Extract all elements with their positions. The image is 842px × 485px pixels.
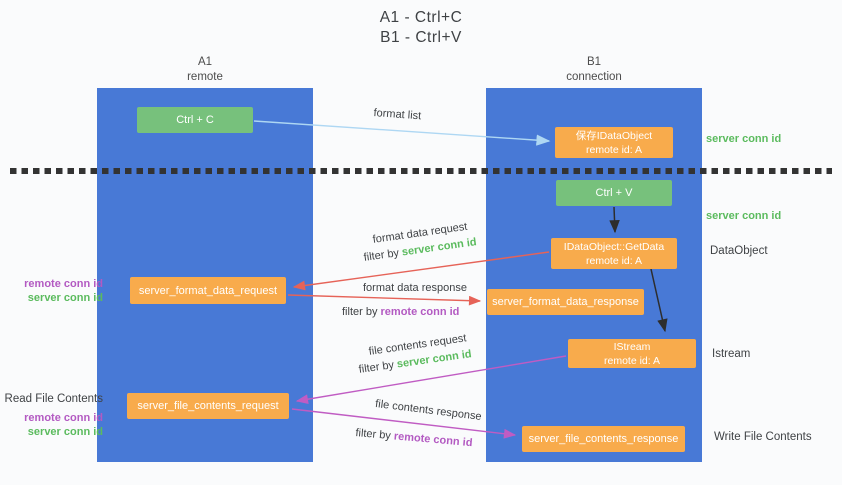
node-istream: IStream remote id: A: [568, 339, 696, 368]
label-format-data-response: format data response: [363, 282, 467, 294]
node-ctrl-v-label: Ctrl + V: [595, 187, 633, 199]
page-title-line1: A1 - Ctrl+C: [379, 9, 463, 26]
label-right-server-conn-id-1: server conn id: [706, 133, 782, 145]
dotted-divider-line: [10, 168, 832, 174]
label-read-file-contents: Read File Contents: [4, 393, 103, 405]
node-server-file-contents-response-label: server_file_contents_response: [528, 433, 679, 445]
label-filter-by-remote-conn-id-1: filter by remote conn id: [342, 306, 459, 318]
node-save-idataobject-line1: 保存IDataObject: [575, 129, 653, 142]
lane-b-header: B1 connection: [486, 55, 702, 85]
node-idataobject-getdata-line2: remote id: A: [585, 254, 643, 267]
label-left-remote-conn-id-1: remote conn id: [24, 278, 103, 290]
node-istream-line1: IStream: [613, 340, 651, 353]
lane-a-role: remote: [187, 71, 223, 83]
page-title: A1 - Ctrl+C B1 - Ctrl+V: [300, 8, 542, 48]
node-server-file-contents-request: server_file_contents_request: [127, 393, 289, 419]
label-file-contents-response: file contents response: [374, 398, 483, 423]
label-write-file-contents: Write File Contents: [714, 431, 812, 443]
page-title-line2: B1 - Ctrl+V: [380, 29, 462, 46]
node-server-format-data-response: server_format_data_response: [487, 289, 644, 315]
node-idataobject-getdata-line1: IDataObject::GetData: [563, 240, 665, 253]
lane-b-role: connection: [566, 71, 622, 83]
node-ctrl-c-label: Ctrl + C: [176, 114, 214, 126]
node-server-format-data-request: server_format_data_request: [130, 277, 286, 304]
label-istream: Istream: [712, 348, 751, 360]
label-dataobject: DataObject: [710, 245, 768, 257]
label-right-server-conn-id-2: server conn id: [706, 210, 782, 222]
lane-a-header: A1 remote: [97, 55, 313, 85]
node-save-idataobject: 保存IDataObject remote id: A: [555, 127, 673, 158]
label-filter-by-remote-conn-id-2: filter by remote conn id: [355, 427, 473, 449]
filter-by-text: filter by: [358, 359, 395, 376]
arrow-format-data-response: [287, 294, 482, 306]
remote-conn-id-text: remote conn id: [380, 306, 460, 318]
remote-conn-id-text: remote conn id: [393, 430, 473, 450]
lane-a-name: A1: [197, 56, 213, 68]
node-ctrl-c: Ctrl + C: [137, 107, 253, 133]
label-format-list: format list: [373, 107, 422, 123]
filter-by-text: filter by: [354, 427, 392, 443]
label-left-server-conn-id-1: server conn id: [27, 292, 103, 304]
node-ctrl-v: Ctrl + V: [556, 180, 672, 206]
node-save-idataobject-line2: remote id: A: [585, 143, 643, 156]
node-server-format-data-response-label: server_format_data_response: [492, 296, 639, 308]
node-server-format-data-request-label: server_format_data_request: [138, 284, 278, 297]
node-idataobject-getdata: IDataObject::GetData remote id: A: [551, 238, 677, 269]
filter-by-text: filter by: [342, 306, 378, 318]
node-istream-line2: remote id: A: [603, 354, 661, 367]
label-left-remote-conn-id-2: remote conn id: [24, 412, 103, 424]
lane-b-name: B1: [586, 56, 602, 68]
label-left-server-conn-id-2: server conn id: [27, 426, 103, 438]
node-server-file-contents-response: server_file_contents_response: [522, 426, 685, 452]
node-server-file-contents-request-label: server_file_contents_request: [137, 400, 279, 412]
filter-by-text: filter by: [363, 247, 400, 264]
